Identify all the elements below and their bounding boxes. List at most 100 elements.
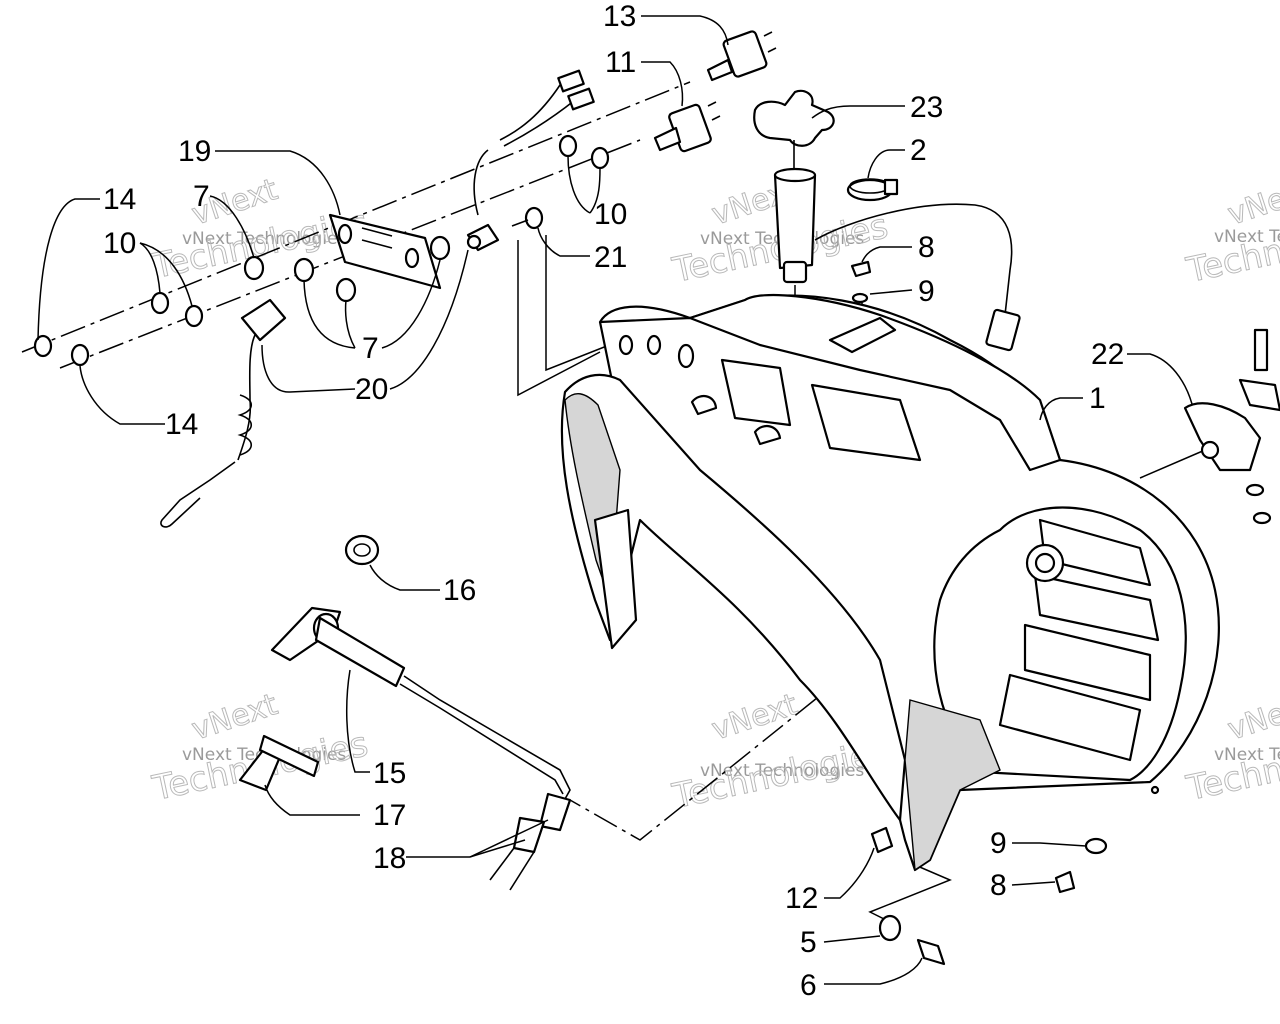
leader-19	[215, 150, 341, 216]
decal-text-line	[361, 227, 393, 237]
nut-14	[33, 334, 53, 358]
leader-23	[811, 105, 905, 119]
watermark-logo-text: vNext	[708, 687, 802, 747]
callout-13: 13	[603, 0, 636, 33]
leader-16	[369, 564, 440, 591]
switch-11-terminal	[707, 101, 717, 107]
screw-8-head	[850, 260, 872, 278]
leader-11	[641, 61, 684, 107]
choke-nut-16	[344, 534, 380, 566]
nut-12	[870, 826, 894, 854]
leader-21	[537, 227, 590, 257]
leader-9b	[1012, 842, 1087, 847]
washer-10	[590, 146, 610, 170]
leader-2	[867, 149, 905, 179]
harness-wire	[499, 84, 561, 141]
cable-end-18	[538, 792, 572, 832]
watermark-text: vNext Technologies	[700, 761, 864, 781]
leader-lines	[37, 15, 1193, 985]
bottom-fastener-axis	[868, 864, 952, 923]
harness-loop	[473, 149, 489, 216]
callout-19: 19	[178, 135, 211, 168]
console-louver	[998, 673, 1142, 762]
callout-18: 18	[373, 842, 406, 875]
choke-arm-17	[258, 734, 320, 778]
washer-10	[184, 304, 204, 328]
choke-cable	[403, 675, 571, 809]
console-mount-hole	[677, 343, 695, 369]
console-bump	[690, 394, 718, 416]
leader-15	[346, 669, 370, 773]
leader-14a	[37, 198, 100, 341]
leader-12	[824, 847, 875, 899]
tether-coil	[237, 394, 253, 456]
callout-10-left: 10	[103, 227, 136, 260]
leader-8b	[1011, 881, 1056, 886]
leader-20-2	[389, 249, 469, 390]
leader-5	[823, 935, 881, 943]
callout-9-top: 9	[918, 275, 935, 308]
callout-21: 21	[594, 241, 627, 274]
leader-9a	[869, 289, 913, 295]
watermark-text: vNext Technologies	[1214, 745, 1280, 765]
leader-6	[824, 957, 923, 985]
bracket-nut	[1252, 511, 1272, 525]
console-mount-hole	[618, 334, 634, 356]
switch-11-terminal	[711, 115, 721, 121]
console-top-ledge	[599, 293, 1062, 472]
leader-18-2	[469, 819, 549, 858]
switch-axis-upper	[21, 81, 691, 353]
leader-7b	[303, 279, 356, 349]
harness-wire	[503, 99, 576, 147]
bracket-axis	[1139, 449, 1206, 479]
knob-23	[753, 89, 835, 147]
switch-13-terminal	[767, 47, 777, 53]
primer-hose-fitting	[985, 308, 1021, 352]
bracket-plate	[1238, 378, 1280, 412]
callout-14-top: 14	[103, 183, 136, 216]
decal-plate	[328, 213, 442, 290]
callout-1: 1	[1089, 382, 1106, 415]
leader-17	[264, 784, 360, 816]
console-left-foot	[593, 508, 638, 650]
primer-hose	[814, 203, 1013, 316]
console-bump	[753, 424, 782, 446]
switch-13-toggle	[706, 58, 734, 82]
screw-8	[1054, 870, 1076, 894]
callout-8-bottom: 8	[990, 869, 1007, 902]
cable-wire	[489, 847, 515, 881]
primer-body-top	[773, 167, 817, 183]
tether-switch-20	[160, 223, 500, 528]
callout-5: 5	[800, 926, 817, 959]
bracket-hole	[1200, 440, 1220, 460]
wire-harness	[473, 69, 595, 216]
switch-11-toggle	[653, 126, 682, 152]
console-screw-hole	[1150, 785, 1160, 795]
primer-assembly	[753, 89, 1021, 352]
bracket-body	[1183, 402, 1262, 472]
callout-16: 16	[443, 574, 476, 607]
console-louver	[1033, 573, 1160, 642]
lock-washer-7	[335, 277, 357, 303]
console-slot	[810, 383, 922, 462]
washer-10	[150, 291, 170, 315]
decal-hole	[337, 223, 353, 245]
nut-14	[70, 343, 90, 367]
tether-cap	[240, 298, 287, 342]
leader-13	[641, 15, 729, 46]
screw-axis	[517, 240, 601, 397]
leader-7b-2	[344, 299, 356, 349]
callout-12: 12	[785, 882, 818, 915]
cable-end-18	[512, 816, 546, 854]
lock-washer-7	[293, 257, 315, 283]
choke-mount-hole-inner	[1034, 552, 1056, 574]
harness-connector	[567, 87, 595, 111]
callout-14-bottom: 14	[165, 408, 198, 441]
bolt-6	[916, 938, 946, 966]
console-left-arm	[560, 373, 907, 822]
watermark-top-right: vNext vNext Technologies Technologies	[1182, 172, 1280, 292]
washer-9	[851, 292, 869, 304]
watermark-logo-text: vNext	[1224, 172, 1280, 232]
callout-15: 15	[373, 757, 406, 790]
leader-20	[261, 344, 356, 393]
